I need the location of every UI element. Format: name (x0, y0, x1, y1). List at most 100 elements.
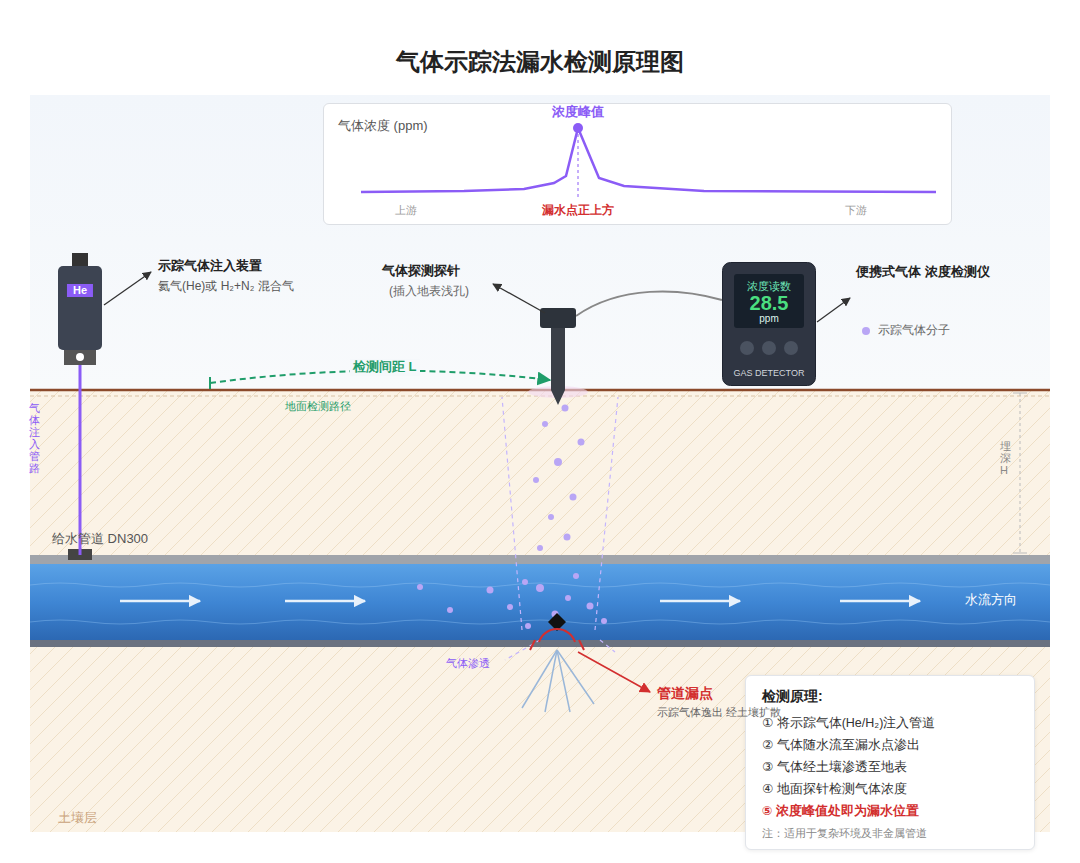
gas-molecule (542, 421, 548, 427)
node-text: 漏水点正上方 (542, 203, 614, 217)
probe (528, 291, 722, 405)
node-text: GAS DETECTOR (734, 369, 805, 378)
node-text: He (67, 284, 93, 297)
chart-panel: 气体浓度 (ppm)浓度峰值上游漏水点正上方下游 (323, 103, 952, 225)
annotation-label: 检测间距 L (350, 359, 420, 376)
gas-molecule (570, 494, 577, 501)
gas-detector-part (740, 341, 754, 355)
pipe (30, 549, 1050, 647)
ground (30, 390, 1050, 832)
gas-plume (505, 640, 540, 660)
pipe (30, 620, 1050, 624)
annotation-label: 氦气(He)或 H₂+N₂ 混合气 (158, 279, 294, 295)
annotation-label: 气体渗透 (446, 656, 490, 670)
annotation-label: 气体注入管路 (29, 402, 40, 475)
gas-detector-part (784, 341, 798, 355)
node-text: 28.5 (750, 293, 789, 313)
pipe (30, 555, 1050, 564)
annotation-label: 便携式气体 浓度检测仪 (856, 264, 928, 281)
gas-molecule (417, 584, 423, 590)
gas-molecule (522, 579, 528, 585)
gas-molecule (525, 623, 531, 629)
flow-arrow (840, 600, 920, 603)
concentration-curve (361, 128, 936, 192)
leak-point (522, 650, 594, 712)
gas-molecule (533, 477, 539, 483)
gas-molecule (507, 604, 513, 610)
depth-dimension (1013, 393, 1027, 553)
gas-plume (600, 640, 615, 652)
peak-dot (573, 123, 583, 133)
gas-molecule (573, 573, 579, 579)
leader-line (817, 298, 850, 322)
depth-dimension (1020, 393, 1021, 553)
legend-text: 示踪气体分子 (878, 323, 950, 337)
node-text: 注：适用于复杂环境及非金属管道 (762, 826, 1018, 841)
annotation-label: (插入地表浅孔) (389, 284, 469, 300)
detection-path (209, 377, 211, 389)
gas-plume (595, 397, 618, 630)
gas-molecule (447, 607, 453, 613)
gas-detector-part (723, 263, 816, 386)
node-text: 浓度读数 (747, 281, 791, 292)
gas-molecule (565, 595, 571, 601)
gas-detector: 浓度读数28.5ppmGAS DETECTOR (722, 262, 816, 386)
legend-swatch (862, 327, 870, 335)
flow-arrow (120, 600, 200, 603)
water-pipe: 给水管道 DN300水流方向 (30, 555, 1050, 647)
diagram-title: 气体示踪法漏水检测原理图 (0, 46, 1080, 78)
node-text: ② 气体随水流至漏水点渗出 (762, 734, 1018, 756)
gas-molecule (601, 618, 607, 624)
leak-point (545, 650, 557, 712)
annotation-label: 埋深 H (1000, 440, 1011, 476)
annotation-label: 气体探测探针 (382, 263, 460, 280)
probe (551, 390, 565, 405)
probe (551, 328, 565, 390)
gas-plume (502, 397, 522, 630)
flow-arrow (660, 600, 740, 603)
leak-point (579, 640, 584, 650)
probe (576, 291, 722, 316)
node-text: ① 将示踪气体(He/H₂)注入管道 (762, 712, 1018, 734)
leader-line (493, 284, 545, 313)
depth-dimension (1013, 553, 1027, 554)
node-text: ppm (759, 314, 778, 324)
injector-device-part (64, 350, 96, 365)
annotation-label: 土壤层 (58, 810, 97, 827)
node-text: 气体浓度 (ppm) (338, 118, 428, 134)
gas-molecule (536, 584, 544, 592)
ground (30, 95, 1050, 390)
gas-molecule (578, 439, 585, 446)
node-text: ④ 地面探针检测气体浓度 (762, 778, 1018, 800)
node-text: 下游 (845, 204, 867, 217)
injector-device-part (58, 266, 102, 350)
annotation-label: 地面检测路径 (285, 399, 351, 413)
gas-plume (502, 397, 618, 660)
legend-entry: 示踪气体分子 (862, 323, 950, 339)
pipe (30, 564, 1050, 640)
gas-molecule (587, 603, 594, 610)
injector-device-shape (58, 253, 102, 365)
node-text: 水流方向 (965, 592, 1017, 608)
probe (540, 308, 576, 328)
injector-device-part (76, 353, 84, 361)
gas-molecule (548, 514, 554, 520)
injector-device-part (72, 253, 88, 267)
annotation-label: 示踪气体注入装置 (158, 258, 262, 275)
annotation-label: 管道漏点 (657, 684, 713, 702)
gas-detector-part (762, 341, 776, 355)
flow-arrow (120, 600, 920, 603)
leak-point (522, 613, 594, 712)
gas-molecule (562, 405, 569, 412)
node-text: 检测原理: (762, 688, 1018, 706)
node-text: 给水管道 DN300 (52, 531, 148, 547)
injector-device: He (58, 253, 102, 365)
injection-line (79, 365, 82, 555)
gas-molecule (564, 534, 571, 541)
ground (30, 390, 1050, 832)
principle-box: 检测原理:① 将示踪气体(He/H₂)注入管道② 气体随水流至漏水点渗出③ 气体… (745, 675, 1035, 850)
leak-point (530, 640, 535, 650)
gas-detector-part (734, 274, 804, 328)
depth-dimension (1013, 393, 1027, 394)
